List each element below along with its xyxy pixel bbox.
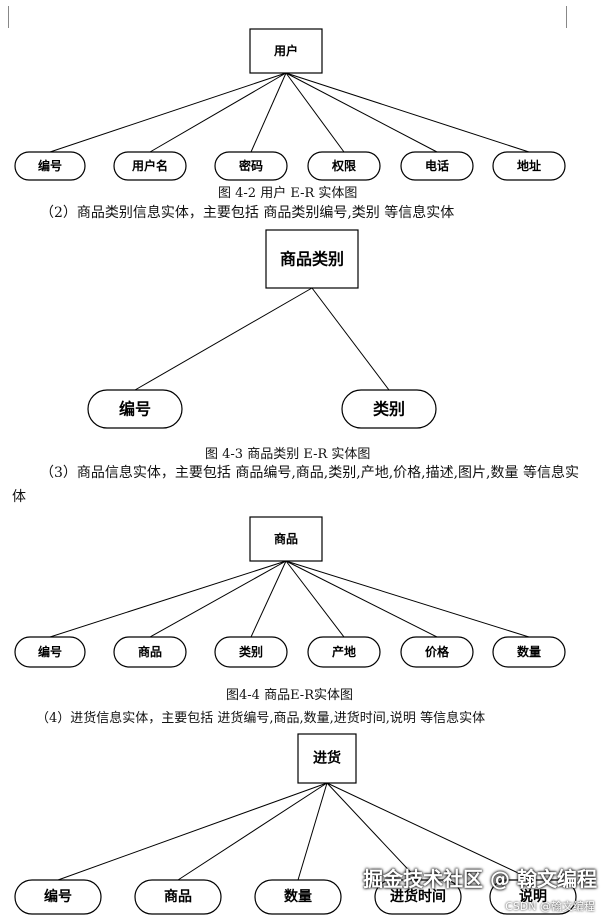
- er-diagram-3: 商品编号商品类别产地价格数量: [14, 516, 566, 668]
- page-corner-mark-right: [566, 6, 567, 28]
- attribute-label: 电话: [425, 158, 449, 173]
- watermark-sub: CSDN @翰文编程: [505, 900, 595, 913]
- caption-4-3: 图 4-3 商品类别 E-R 实体图: [205, 447, 371, 462]
- relation-line: [297, 782, 328, 881]
- relation-line: [149, 72, 287, 153]
- attribute-oval: [14, 879, 102, 915]
- paragraph-purchase-entity: （4）进货信息实体，主要包括 进货编号,商品,数量,进货时间,说明 等信息实体: [36, 711, 486, 726]
- caption-4-4: 图4-4 商品E-R实体图: [226, 688, 353, 703]
- entity-box: [297, 733, 357, 784]
- attribute-oval: [400, 151, 474, 181]
- entity-label: 用户: [273, 43, 298, 58]
- attribute-label: 进货时间: [390, 888, 446, 905]
- relation-line: [49, 72, 287, 153]
- attribute-label: 用户名: [131, 158, 168, 173]
- attribute-label: 数量: [284, 888, 312, 905]
- paragraph-product-entity: （3）商品信息实体，主要包括 商品编号,商品,类别,产地,价格,描述,图片,数量…: [12, 465, 579, 505]
- er-diagram-4: 进货编号 商品 数量 进货时间 说明: [14, 733, 577, 915]
- attribute-label: 编号: [44, 888, 72, 905]
- attribute-label: 地址: [517, 158, 541, 173]
- attribute-label: 编号: [37, 158, 62, 173]
- attribute-label: 密码: [239, 158, 263, 173]
- attribute-oval: [254, 879, 342, 915]
- attribute-oval: [214, 151, 288, 181]
- relation-line: [149, 560, 287, 638]
- attribute-oval: [492, 151, 566, 181]
- relation-line: [250, 560, 287, 638]
- er-diagram-2: 商品类别编号 类别: [87, 229, 437, 429]
- entity-box: [249, 516, 323, 562]
- attribute-label: 编号: [119, 400, 151, 419]
- attribute-label: 产地: [332, 644, 356, 659]
- attribute-label: 价格: [425, 644, 450, 659]
- attribute-oval: [489, 879, 577, 915]
- attribute-label: 说明: [519, 888, 547, 905]
- attribute-oval: [134, 879, 222, 915]
- relation-line: [285, 560, 438, 638]
- attribute-label: 类别: [239, 644, 263, 659]
- attribute-label: 权限: [331, 158, 356, 173]
- relation-line: [285, 560, 530, 638]
- entity-label: 商品类别: [280, 250, 344, 269]
- attribute-oval: [400, 636, 474, 668]
- attribute-label: 商品: [164, 888, 192, 905]
- relation-line: [285, 560, 345, 638]
- attribute-oval: [113, 636, 187, 668]
- attribute-oval: [492, 636, 566, 668]
- attribute-oval: [113, 151, 187, 181]
- relation-line: [311, 287, 390, 391]
- relation-line: [326, 782, 534, 881]
- relation-line: [285, 72, 345, 153]
- attribute-oval: [214, 636, 288, 668]
- relation-line: [49, 560, 287, 638]
- relation-line: [285, 72, 438, 153]
- attribute-oval: [87, 389, 183, 429]
- entity-box: [265, 229, 359, 289]
- relation-line: [250, 72, 287, 153]
- attribute-oval: [341, 389, 437, 429]
- attribute-oval: [14, 151, 86, 181]
- watermark: 掘金技术社区 @ 翰文编程: [363, 867, 597, 891]
- relation-line: [134, 287, 313, 391]
- attribute-oval: [307, 636, 381, 668]
- attribute-label: 类别: [373, 400, 405, 419]
- attribute-oval: [374, 879, 462, 915]
- relation-line: [57, 782, 328, 881]
- attribute-label: 数量: [517, 644, 541, 659]
- attribute-oval: [307, 151, 381, 181]
- caption-4-2: 图 4-2 用户 E-R 实体图: [218, 186, 358, 201]
- relation-line: [177, 782, 328, 881]
- entity-label: 商品: [274, 531, 298, 546]
- page-corner-mark-left: [8, 6, 9, 28]
- relation-line: [326, 782, 419, 881]
- attribute-label: 商品: [138, 644, 162, 659]
- paragraph-category-entity: （2）商品类别信息实体，主要包括 商品类别编号,类别 等信息实体: [40, 205, 455, 221]
- attribute-oval: [14, 636, 86, 668]
- entity-label: 进货: [313, 750, 341, 767]
- relation-line: [285, 72, 530, 153]
- entity-box: [249, 28, 323, 74]
- attribute-label: 编号: [37, 644, 62, 659]
